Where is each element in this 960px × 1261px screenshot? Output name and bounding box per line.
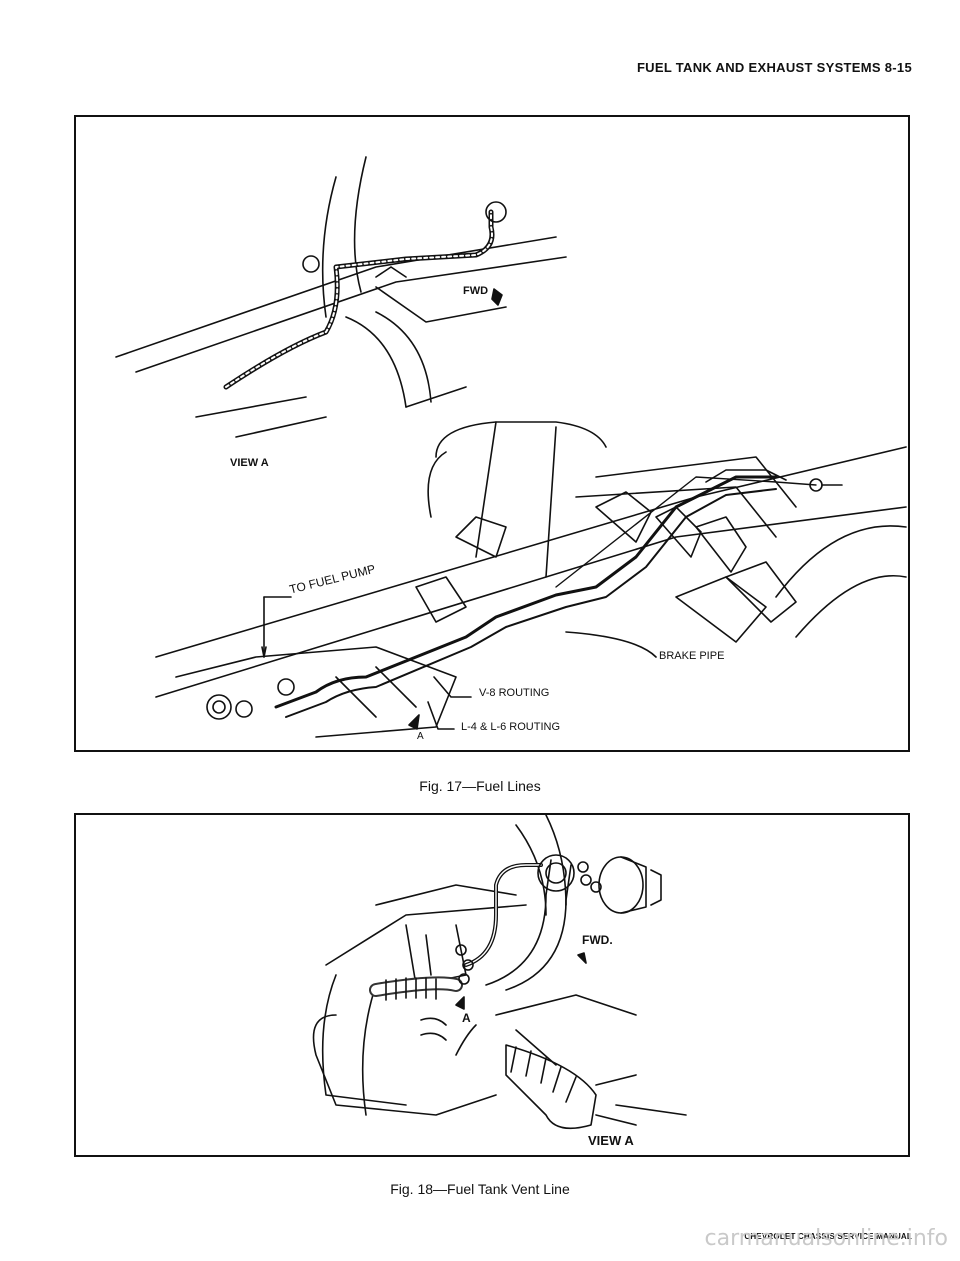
arrow-a-label: A <box>417 731 424 742</box>
brake-pipe-label: BRAKE PIPE <box>659 650 725 662</box>
figure-17-caption: Fig. 17—Fuel Lines <box>419 778 541 794</box>
view-a-label: VIEW A <box>588 1133 634 1148</box>
fuel-lines-illustration <box>115 156 907 738</box>
l4-l6-routing-label: L-4 & L-6 ROUTING <box>461 721 561 733</box>
page-footer: CHEVROLET CHASSIS SERVICE MANUAL <box>744 1232 912 1241</box>
figure-18-vent-line: FWD. A VIEW A <box>74 813 910 1157</box>
figure-18-caption: Fig. 18—Fuel Tank Vent Line <box>390 1181 570 1197</box>
watermark: carmanualsonline.info <box>704 1226 948 1251</box>
view-a-label: VIEW A <box>230 457 269 469</box>
arrow-a-label: A <box>462 1011 471 1025</box>
fwd-label: FWD. <box>582 933 613 947</box>
fwd-label: FWD <box>463 285 489 297</box>
page-header: FUEL TANK AND EXHAUST SYSTEMS 8-15 <box>636 60 912 75</box>
v8-routing-label: V-8 ROUTING <box>479 687 550 699</box>
vent-line-illustration <box>312 815 687 1130</box>
figure-17-fuel-lines: VIEW A FWD TO FUEL PUMP BRAKE PIPE V-8 R… <box>74 115 910 752</box>
